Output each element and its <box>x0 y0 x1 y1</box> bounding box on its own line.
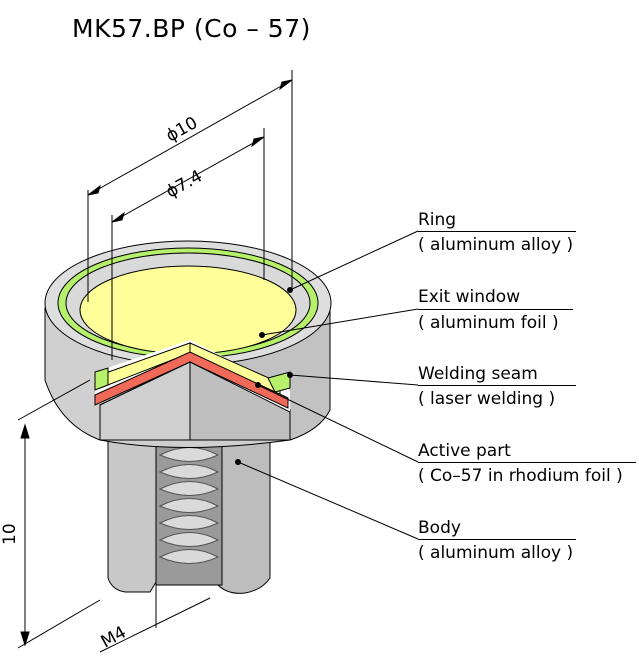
callout-ring-name: Ring <box>418 210 457 230</box>
callout-body-name: Body <box>418 518 461 538</box>
callout-seam-name: Welding seam <box>418 364 538 384</box>
callout-seam-detail: ( laser welding ) <box>418 389 556 409</box>
dimension-lines <box>17 70 293 653</box>
callout-window-underline <box>418 309 573 310</box>
head-top <box>44 240 332 366</box>
callout-ring-underline <box>418 231 576 232</box>
leader-dots <box>235 287 293 465</box>
callout-body-detail: ( aluminum alloy ) <box>418 543 574 563</box>
leader-lines <box>237 230 419 540</box>
callout-seam-underline <box>418 385 576 386</box>
callout-active-detail: ( Co–57 in rhodium foil ) <box>418 466 623 486</box>
callout-ring-detail: ( aluminum alloy ) <box>418 235 574 255</box>
cutaway-section <box>94 340 291 441</box>
window-diameter-label: ϕ7.4 <box>163 166 206 202</box>
callout-active-underline <box>418 462 636 463</box>
height-label: 10 <box>0 523 20 545</box>
thread-label: M4 <box>98 623 130 653</box>
outer-diameter-label: ϕ10 <box>163 113 201 146</box>
threaded-stem <box>107 409 271 594</box>
callout-body-underline <box>418 539 576 540</box>
thread-ridges <box>158 447 220 564</box>
callout-active-name: Active part <box>418 441 511 461</box>
page-title: MK57.BP (Co – 57) <box>72 14 311 43</box>
callout-window-name: Exit window <box>418 287 521 307</box>
callout-window-detail: ( aluminum foil ) <box>418 313 559 333</box>
active-layer <box>94 351 289 409</box>
